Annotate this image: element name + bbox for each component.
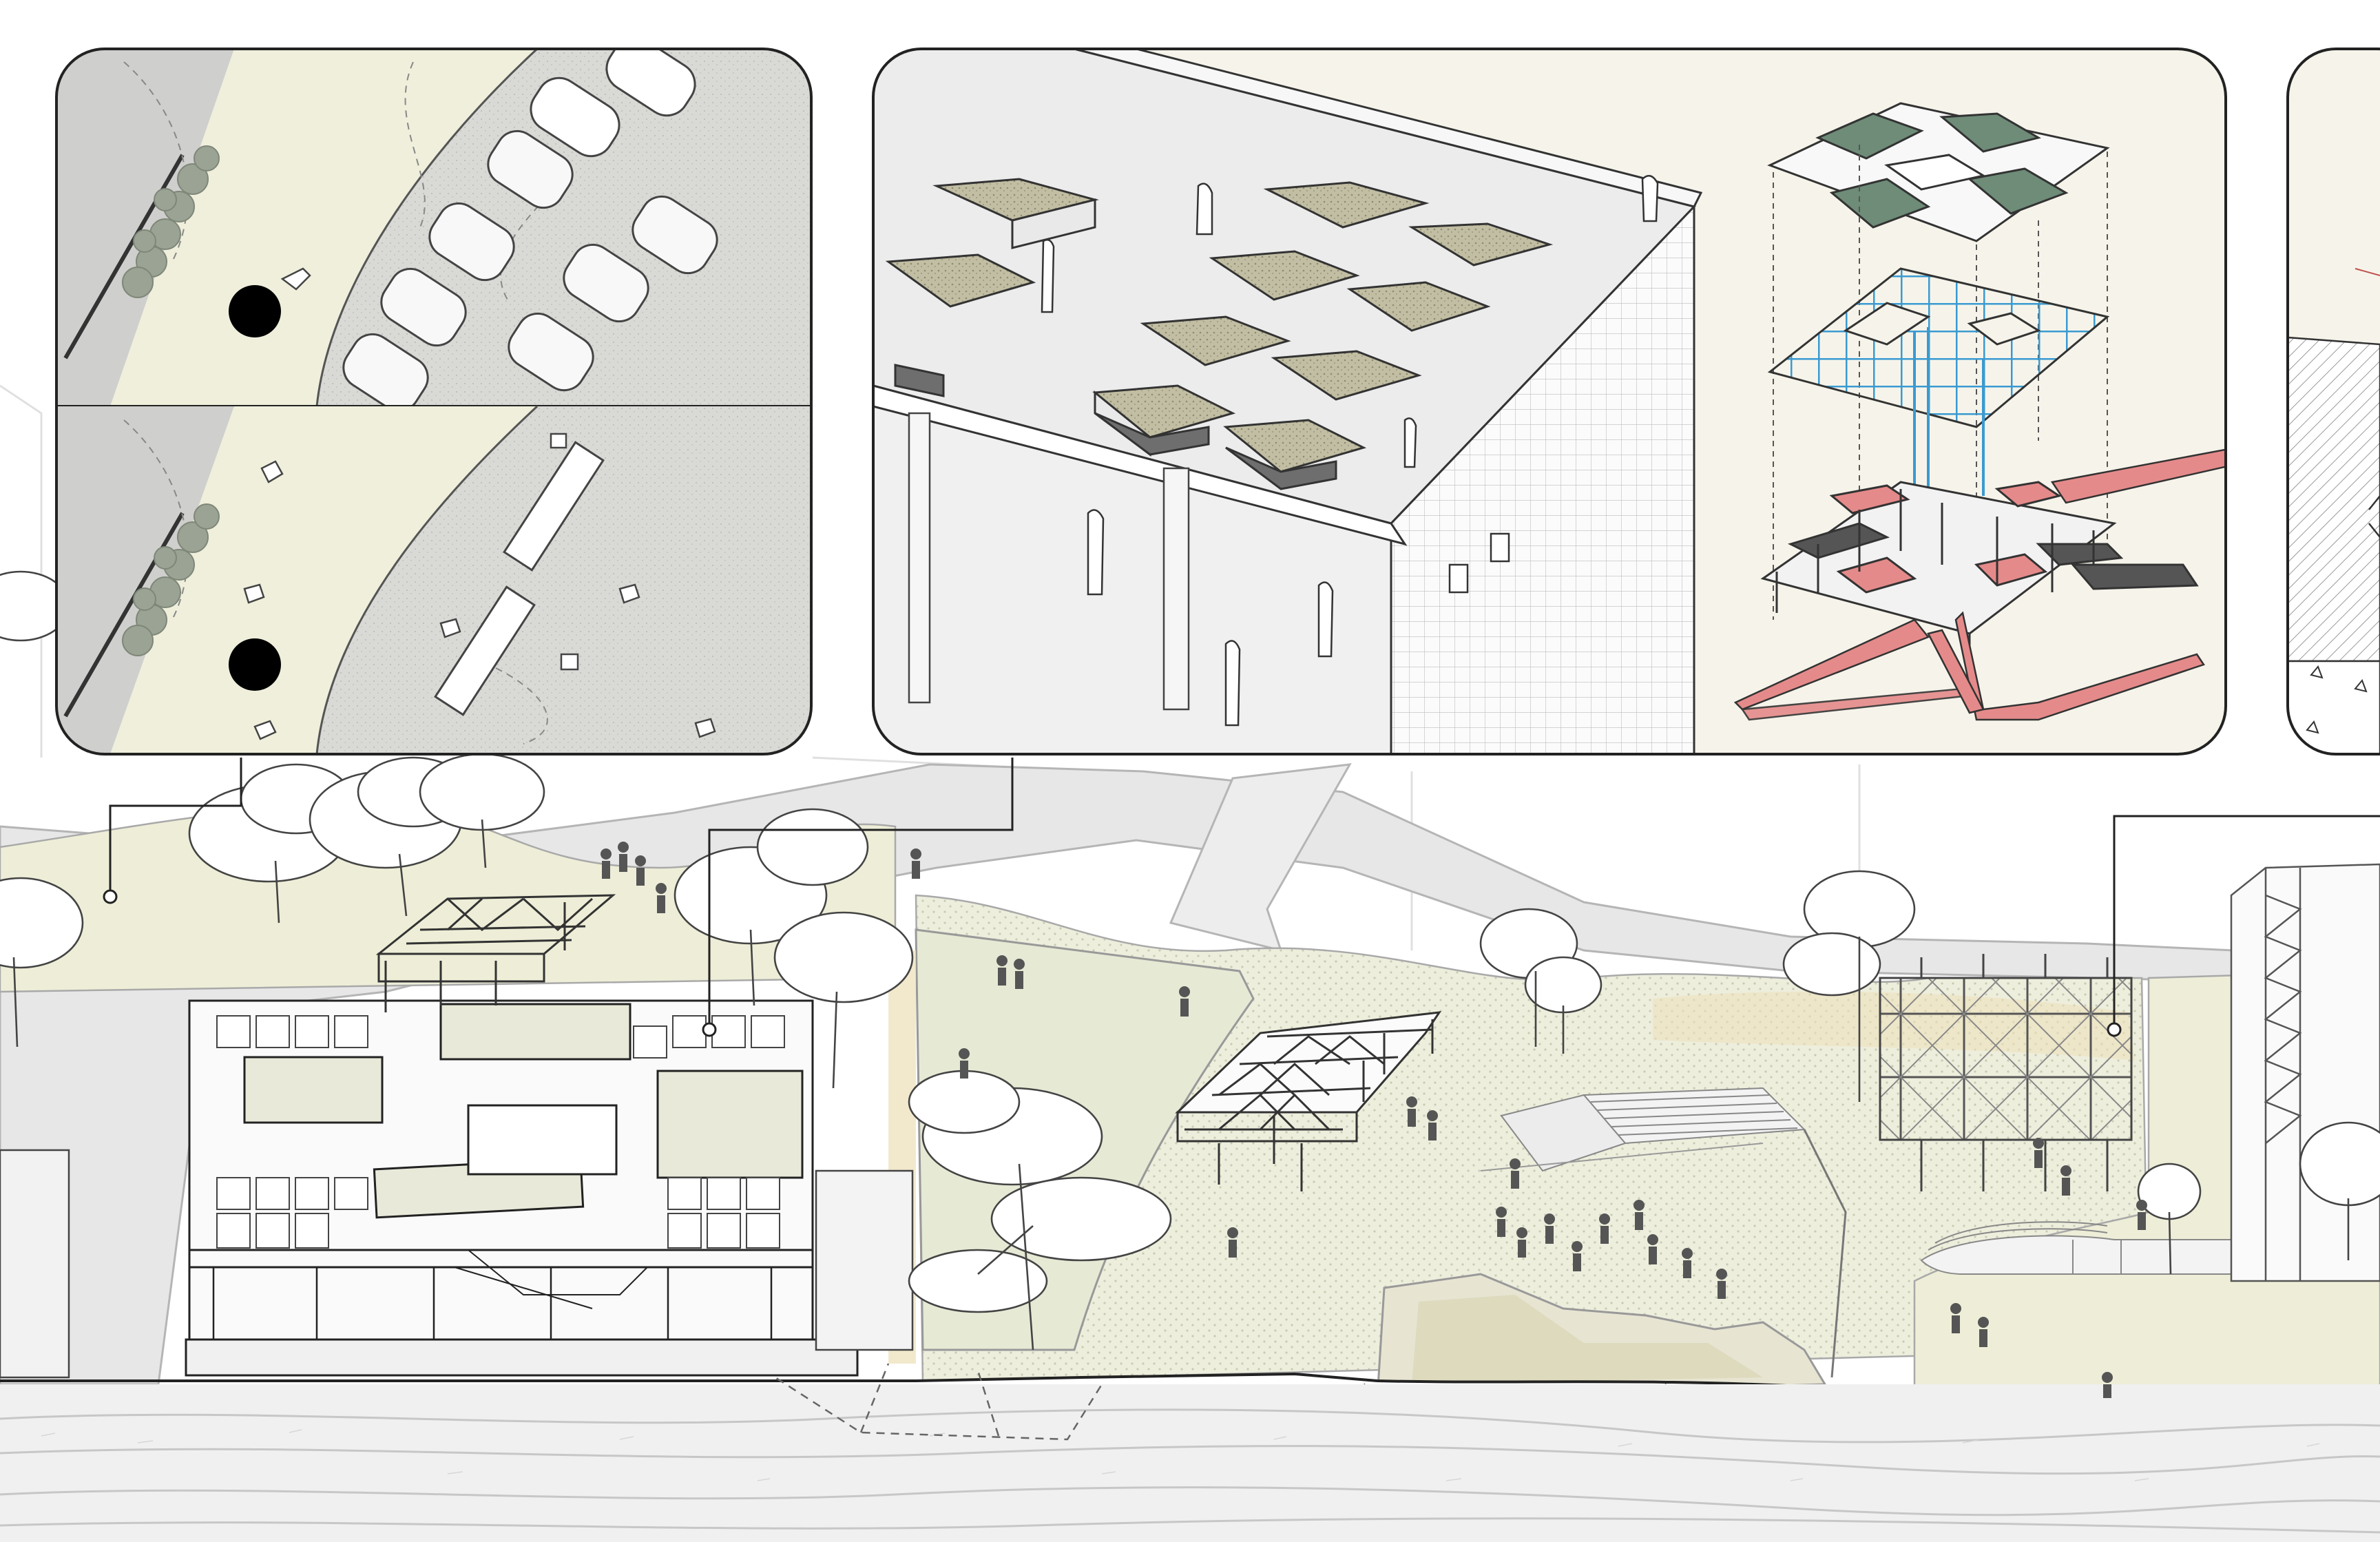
amphitheatre-steps — [1480, 1087, 1847, 1378]
pink-ramps — [1733, 439, 2226, 721]
crowd-3 — [1227, 1096, 1521, 1258]
leader-dots — [103, 889, 2122, 1037]
bench-icons — [434, 441, 605, 716]
panel-parked-cars — [56, 49, 811, 413]
building-side — [815, 1169, 914, 1351]
pergola-west — [375, 894, 616, 1012]
inset-frame — [872, 48, 2227, 756]
panel-planter-roof — [873, 49, 1703, 754]
people — [601, 842, 2147, 1398]
structure-layer — [1760, 481, 2199, 675]
person-icons — [243, 433, 716, 740]
pavilion-building — [185, 999, 859, 1377]
inset-frame — [55, 48, 813, 756]
tree — [1479, 908, 1603, 1054]
shrub-bed — [122, 503, 220, 656]
tree — [674, 808, 869, 1006]
planters — [885, 178, 1554, 490]
tree — [1782, 870, 1916, 1102]
roof-layer — [1767, 102, 2110, 242]
pergola-central — [1175, 1011, 1442, 1191]
black-dot — [229, 285, 281, 337]
leader-dot — [702, 1022, 717, 1037]
inset-right-cropped — [2286, 48, 2380, 756]
shrub-bed — [122, 145, 220, 298]
car-icons — [342, 49, 718, 413]
slab-edge — [873, 384, 1408, 546]
dashed-path — [764, 1363, 1103, 1441]
roof-ledge — [1074, 49, 1703, 208]
tree — [908, 1070, 1172, 1351]
pergola-east — [1879, 954, 2133, 1191]
person-top — [280, 267, 311, 291]
tree — [0, 877, 84, 1048]
crowd-1 — [601, 842, 921, 913]
crowd-2 — [959, 955, 1190, 1079]
east-tower — [2230, 863, 2380, 1282]
river — [0, 1384, 2380, 1542]
tree — [773, 911, 914, 1089]
river-waves — [0, 1408, 2380, 1534]
columns — [908, 412, 1190, 711]
leader-dot — [103, 889, 118, 904]
inset-frame — [2286, 48, 2380, 756]
tree — [2137, 1163, 2202, 1275]
roof-people — [1041, 174, 1659, 727]
retaining-wall — [0, 1149, 70, 1379]
inset-rooftop — [872, 48, 2227, 756]
crowd-5 — [1950, 1138, 2147, 1398]
leader-dot — [2107, 1022, 2122, 1037]
panel-activities — [56, 405, 811, 754]
site-plan — [0, 384, 2380, 1542]
crowd-4 — [1496, 1200, 1727, 1299]
tree — [2299, 1121, 2380, 1260]
trees — [0, 570, 2380, 1351]
inset-parking-use — [55, 48, 813, 756]
pavilion-planters — [216, 1015, 785, 1249]
facade-windows — [1448, 532, 1510, 594]
panel-exploded-structure — [1733, 102, 2226, 721]
black-dot — [229, 638, 281, 691]
road-branch — [1169, 763, 1352, 952]
leader-lines — [109, 758, 2380, 1030]
grid-layer — [1767, 267, 2110, 428]
